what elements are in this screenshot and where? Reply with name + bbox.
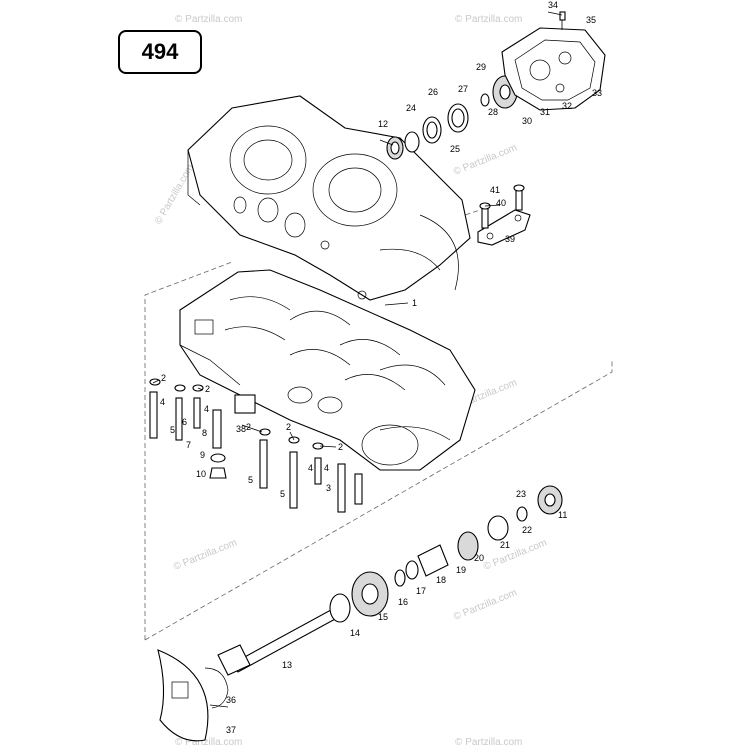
callout-8: 8 [202,428,207,438]
callout-32: 32 [562,101,572,111]
callout-2: 2 [286,422,291,432]
watermark: © Partzilla.com [153,163,196,227]
callout-4: 4 [308,463,313,473]
diagram-number: 494 [141,39,179,64]
callout-10: 10 [196,469,206,479]
callout-2: 2 [161,373,166,383]
callout-2: 2 [246,422,251,432]
rotary-valve-cover [501,11,606,111]
callout-5: 5 [170,425,175,435]
drive-shaft-assembly [157,485,563,742]
callout-21: 21 [500,540,510,550]
callout-20: 20 [474,553,484,563]
callout-12: 12 [378,119,388,129]
callout-1: 1 [412,298,417,308]
callout-5: 5 [248,475,253,485]
callout-40: 40 [496,198,506,208]
watermark: © Partzilla.com [455,14,522,25]
callout-31: 31 [540,107,550,117]
watermark: © Partzilla.com [452,587,519,622]
watermark: © Partzilla.com [452,142,519,177]
callout-9: 9 [200,450,205,460]
mag-side-bearing [386,75,518,160]
callout-2: 2 [338,442,343,452]
callout-18: 18 [436,575,446,585]
watermark: © Partzilla.com [482,537,549,572]
callout-14: 14 [350,628,360,638]
callout-25: 25 [450,144,460,154]
watermark: © Partzilla.com [455,737,522,748]
callout-26: 26 [428,87,438,97]
bracket-assembly [477,184,531,246]
callout-19: 19 [456,565,466,575]
leader-lines [152,11,563,708]
callout-38: 38 [236,424,246,434]
callout-33: 33 [592,88,602,98]
callout-30: 30 [522,116,532,126]
callout-17: 17 [416,586,426,596]
callout-3: 3 [326,483,331,493]
callout-6: 6 [182,417,187,427]
callout-2: 2 [205,384,210,394]
callout-34: 34 [548,0,558,10]
callout-11: 11 [558,510,567,520]
callout-27: 27 [458,84,468,94]
callout-15: 15 [378,612,388,622]
crankcase-bolts [149,378,363,513]
callout-5: 5 [280,489,285,499]
callout-36: 36 [226,695,236,705]
callout-4: 4 [204,404,209,414]
callout-41: 41 [490,185,500,195]
callout-4: 4 [160,397,165,407]
callout-13: 13 [282,660,292,670]
watermark: © Partzilla.com [175,14,242,25]
watermark: © Partzilla.com [175,737,242,748]
callout-22: 22 [522,525,532,535]
callout-29: 29 [476,62,486,72]
diagram-number-badge: 494 [118,30,202,74]
watermark: © Partzilla.com [172,537,239,572]
callout-28: 28 [488,107,498,117]
callout-24: 24 [406,103,416,113]
callout-39: 39 [505,234,515,244]
callout-numbers: 1 2 2 2 2 2 3 4 4 4 4 5 5 5 6 7 8 9 10 1… [160,0,602,735]
callout-4: 4 [324,463,329,473]
callout-35: 35 [586,15,596,25]
callout-16: 16 [398,597,408,607]
callout-37: 37 [226,725,236,735]
callout-7: 7 [186,440,191,450]
lower-crankcase [179,269,476,471]
callout-23: 23 [516,489,526,499]
